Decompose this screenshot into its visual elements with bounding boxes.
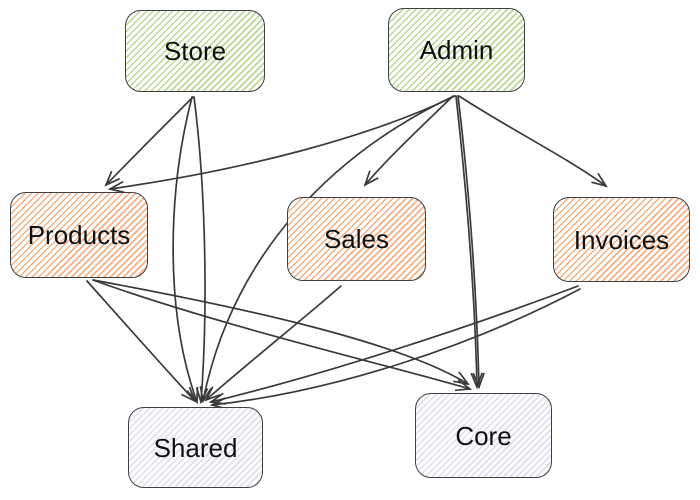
- edge-invoices-shared: [208, 285, 579, 405]
- edge-products-shared: [86, 280, 197, 403]
- edge-store-products: [104, 96, 194, 187]
- edge-admin-products: [107, 95, 456, 194]
- node-store[interactable]: Store: [125, 10, 265, 92]
- edge-invoices-shared: [209, 288, 581, 410]
- node-sales[interactable]: Sales: [287, 197, 426, 281]
- node-invoices[interactable]: Invoices: [553, 197, 690, 282]
- node-label-invoices: Invoices: [573, 224, 670, 255]
- node-shared[interactable]: Shared: [128, 407, 263, 488]
- node-label-store: Store: [163, 36, 227, 66]
- edge-products-core: [92, 279, 470, 386]
- edge-products-core: [92, 279, 473, 392]
- node-label-shared: Shared: [153, 432, 238, 463]
- node-label-products: Products: [27, 220, 131, 250]
- edge-admin-invoices: [458, 95, 608, 188]
- edge-admin-sales: [363, 95, 454, 187]
- edge-sales-shared: [204, 285, 342, 402]
- node-core[interactable]: Core: [415, 393, 552, 478]
- node-label-core: Core: [455, 420, 512, 451]
- node-products[interactable]: Products: [10, 192, 148, 278]
- node-admin[interactable]: Admin: [388, 8, 525, 92]
- edge-store-shared: [193, 96, 209, 405]
- edge-store-shared: [172, 96, 199, 405]
- edge-admin-core: [455, 95, 483, 390]
- node-label-sales: Sales: [323, 224, 390, 254]
- node-label-admin: Admin: [419, 35, 494, 65]
- edge-admin-core: [457, 95, 485, 390]
